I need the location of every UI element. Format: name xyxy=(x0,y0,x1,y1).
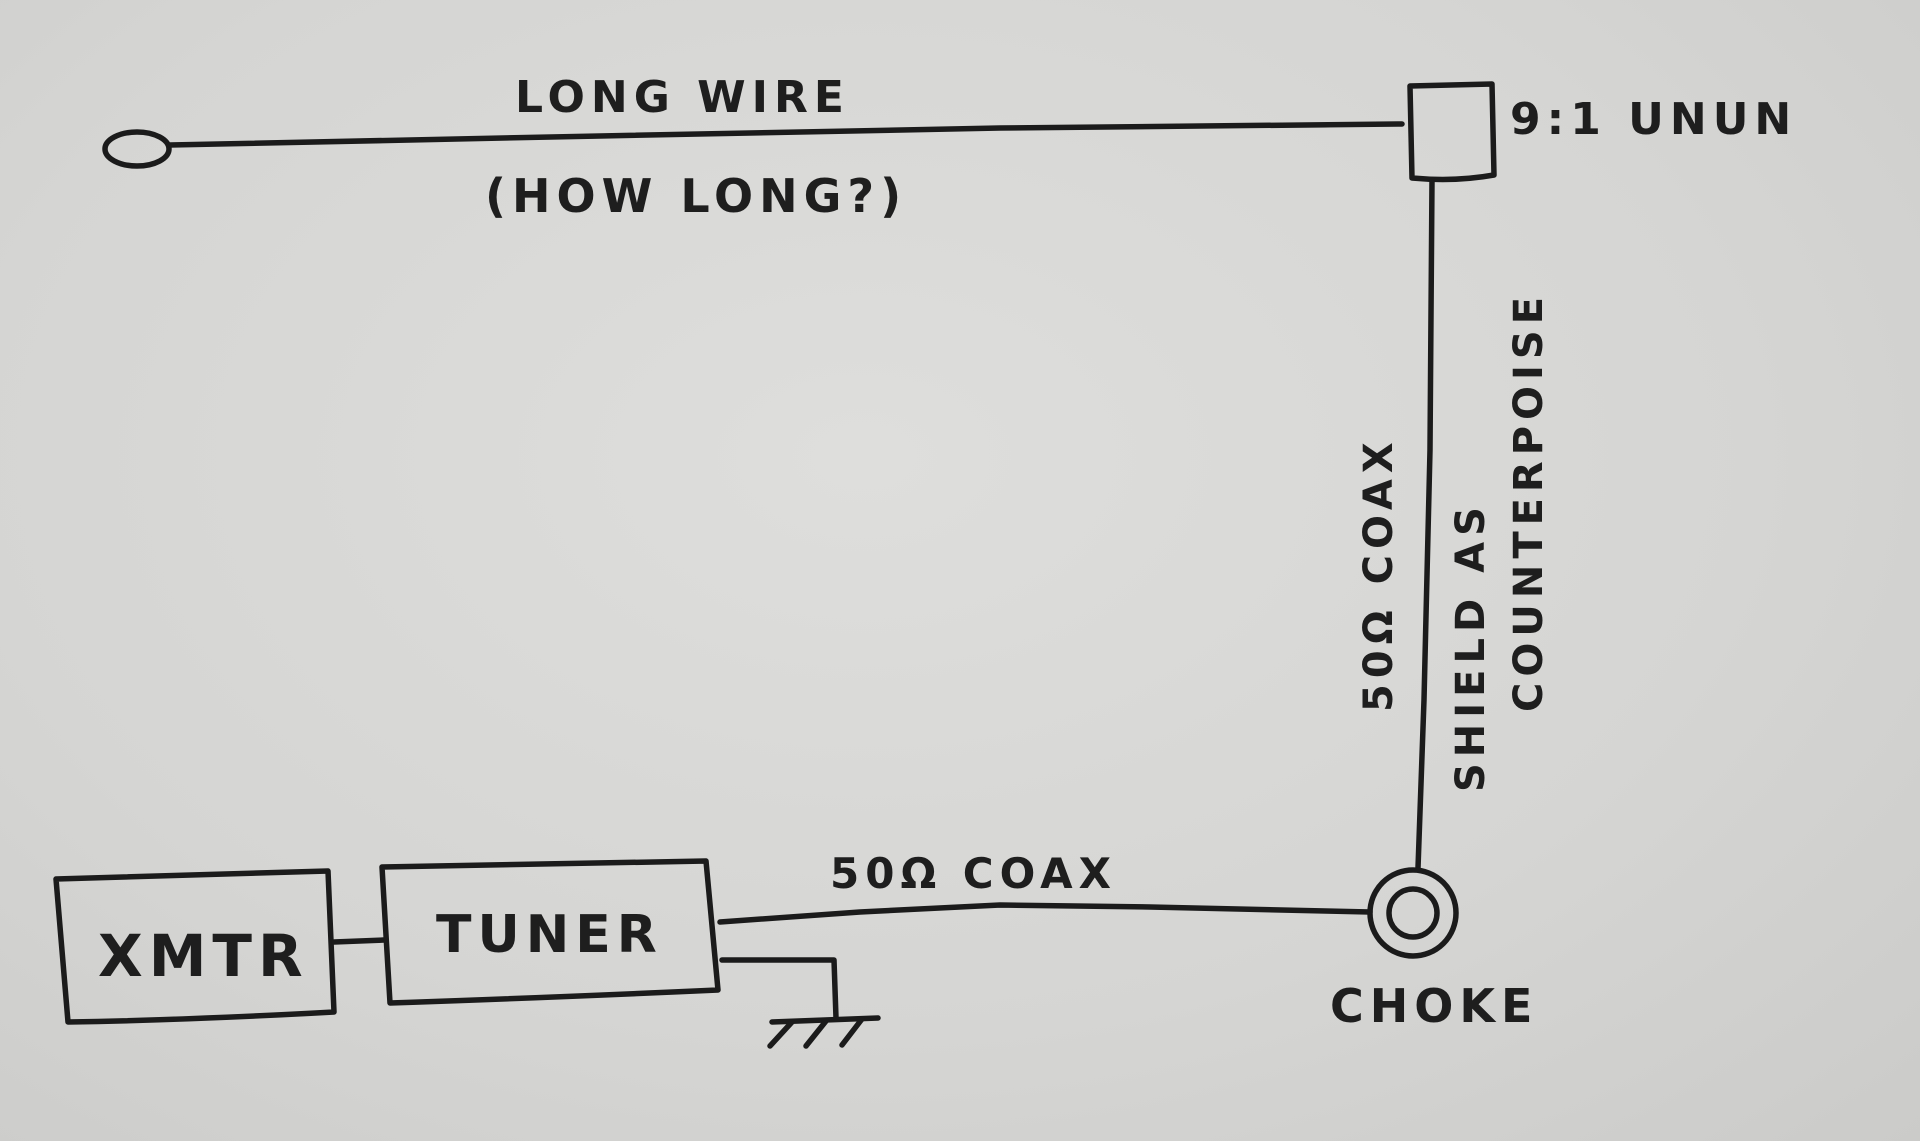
long-wire xyxy=(167,121,1405,148)
unun-box xyxy=(1407,81,1497,183)
xmtr-tuner-link xyxy=(331,937,387,945)
xmtr-label: XMTR xyxy=(98,922,309,990)
counterpoise-label: COUNTERPOISE xyxy=(1506,291,1552,712)
ground-lead xyxy=(719,957,839,1021)
choke-inner xyxy=(1386,886,1440,940)
long-wire-label: LONG WIRE xyxy=(515,72,850,123)
vertical-coax-label: 50Ω COAX xyxy=(1356,436,1402,712)
xmtr-box xyxy=(53,868,337,1025)
shield-label: SHIELD AS xyxy=(1448,501,1494,792)
tuner-box xyxy=(379,858,721,1006)
horizontal-coax-label: 50Ω COAX xyxy=(830,849,1117,898)
choke-outer xyxy=(1367,867,1459,959)
vertical-coax xyxy=(1415,177,1435,871)
choke-label: CHOKE xyxy=(1330,979,1538,1033)
horizontal-coax xyxy=(717,902,1373,925)
how-long-label: (HOW LONG?) xyxy=(485,169,907,223)
tuner-label: TUNER xyxy=(436,905,663,965)
unun-label: 9:1 UNUN xyxy=(1510,94,1797,145)
ground-icon xyxy=(767,1015,881,1049)
wire-end-insulator xyxy=(102,129,172,169)
